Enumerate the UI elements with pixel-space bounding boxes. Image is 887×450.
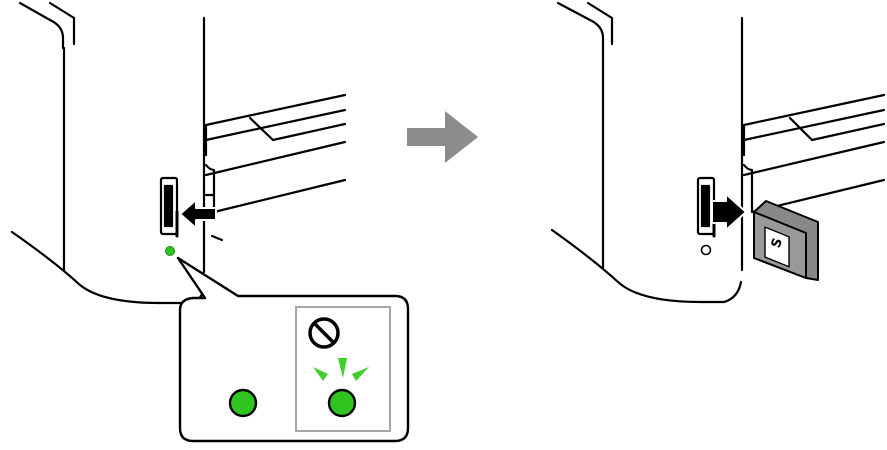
printer-top-edge <box>18 1 65 50</box>
printer-bottom-curve <box>550 228 743 304</box>
callout-led-flashing <box>327 388 357 418</box>
paper-tray-lip <box>788 116 886 142</box>
paper-tray-upper <box>204 93 347 157</box>
right-printer-panel <box>550 1 886 304</box>
sd-card-icon: S <box>753 200 819 281</box>
prohibition-icon <box>308 317 340 349</box>
callout-led-normal <box>228 388 258 418</box>
printer-led-on <box>165 246 175 256</box>
paper-tray-lower <box>742 140 886 177</box>
insert-arrow-icon <box>179 199 217 229</box>
sd-card-label <box>764 226 790 268</box>
paper-tray-lower <box>204 140 347 177</box>
forbidden-state-box <box>295 306 391 432</box>
remove-arrow-icon <box>711 193 747 231</box>
led-callout <box>176 256 410 443</box>
paper-tray-upper <box>742 93 886 157</box>
paper-tray-bottom <box>204 163 347 214</box>
printer-top-ridge <box>48 1 76 20</box>
card-slot-inner <box>163 184 174 228</box>
printer-top-ridge <box>586 1 614 20</box>
paper-tray-line <box>204 108 347 142</box>
paper-tray-bottom <box>742 163 886 214</box>
slot-tick <box>210 234 224 242</box>
led-flash-rays-icon <box>313 358 369 381</box>
printer-bottom-curve <box>10 230 205 305</box>
card-slot-inner <box>700 184 711 228</box>
left-printer-panel <box>10 1 347 305</box>
callout-bubble <box>176 256 410 443</box>
card-slot-outer <box>159 176 179 236</box>
paper-tray-line <box>742 108 886 142</box>
printer-led-off <box>700 244 712 256</box>
printer-top-edge <box>556 1 605 50</box>
paper-tray-lip <box>248 116 347 142</box>
step-arrow-icon <box>407 111 478 163</box>
